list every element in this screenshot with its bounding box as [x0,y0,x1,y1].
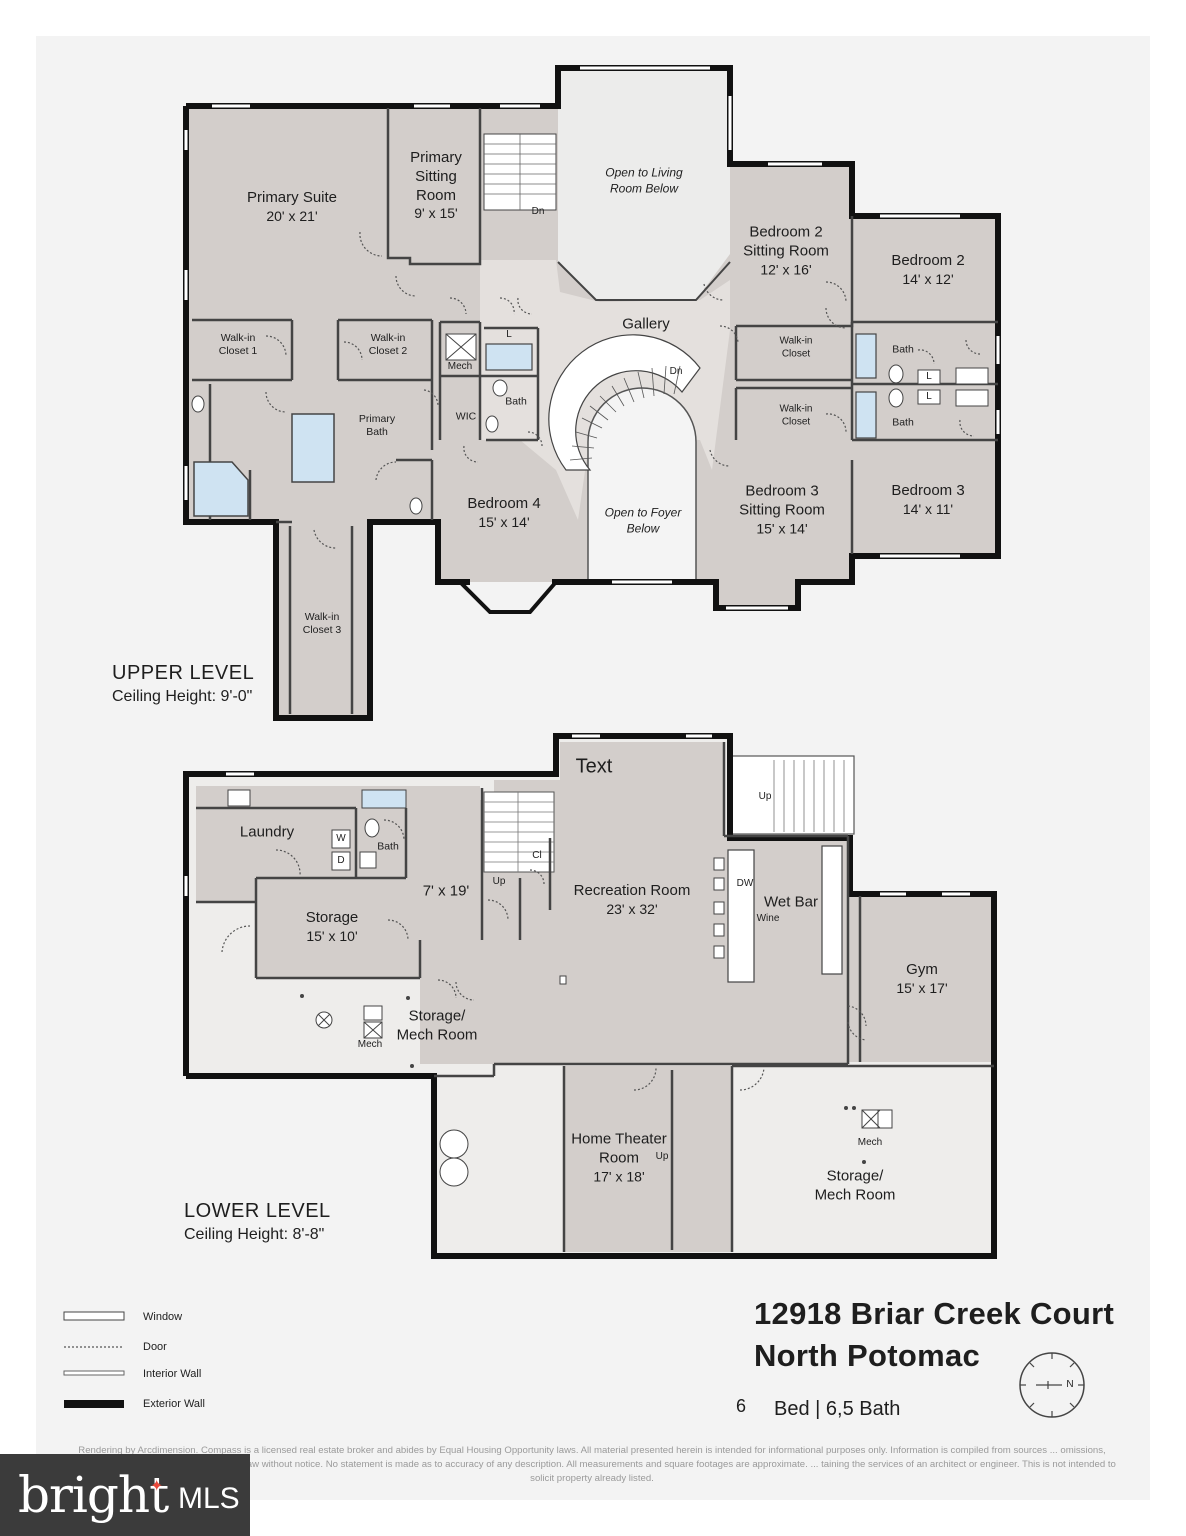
room-walkin-closet-3: Walk-in Closet 3 [302,610,342,636]
logo-star-icon: ✦ [150,1478,164,1495]
compass-rose [1019,1352,1085,1418]
fixture-dishwasher: DW [736,877,754,889]
room-walkin-closet-1: Walk-in Closet 1 [218,331,258,357]
room-walkin-closet-b3: Walk-in Closet [779,403,813,428]
legend-symbols [63,1311,125,1408]
open-to-foyer: Open to Foyer Below [604,505,682,535]
upper-level-title: UPPER LEVEL [112,662,255,684]
closet-label-cl: Cl [532,849,542,861]
logo-mls-text: MLS [178,1482,240,1515]
stairs-up-label-theater: Up [655,1150,669,1162]
room-wic: WIC [455,410,477,423]
fixture-dryer: D [337,854,345,866]
disclaimer-text: Rendering by Arcdimension. Compass is a … [68,1445,1116,1484]
room-walkin-closet-b2: Walk-in Closet [779,335,813,360]
bright-mls-logo: bright ✦ MLS [0,1454,250,1536]
legend-door: Door [143,1341,167,1353]
room-mech-upper: Mech [447,360,473,372]
open-to-living-room: Open to Living Room Below [605,165,683,195]
legend-interior-wall: Interior Wall [143,1368,202,1380]
legend-exterior-wall: Exterior Wall [143,1398,205,1410]
room-bath-b2: Bath [892,343,914,356]
room-wet-bar: Wet Bar [764,893,818,911]
lower-level-ceiling: Ceiling Height: 8'-8" [184,1226,325,1243]
mech-label-2: Mech [857,1136,883,1148]
room-laundry: Laundry [239,823,295,841]
upper-level-plan [183,65,1001,721]
mech-label-1: Mech [357,1038,383,1050]
upper-level-ceiling: Ceiling Height: 9'-0" [112,688,253,705]
compass-north-letter: N [1066,1378,1074,1390]
lower-level-plan [183,733,997,1259]
fixture-wine: Wine [756,912,780,924]
fixture-linen-2: L [926,370,932,382]
room-walkin-closet-2: Walk-in Closet 2 [368,331,408,357]
room-gallery: Gallery [622,315,670,333]
stairs-up-label-inside: Up [492,875,506,887]
address-line-1: 12918 Briar Creek Court [754,1296,1115,1331]
fixture-linen-3: L [926,390,932,402]
fixture-linen-1: L [506,328,512,340]
legend-window: Window [143,1311,183,1323]
logo-brand-text: bright [18,1466,169,1524]
beds-count: 6 [736,1396,747,1416]
lower-level-title: LOWER LEVEL [184,1200,331,1222]
stairs-down-label-2: Dn [669,365,683,377]
room-storage-mech-1: Storage/ Mech Room [396,1007,478,1043]
address-line-2: North Potomac [754,1338,981,1373]
room-storage-mech-2: Storage/ Mech Room [814,1167,896,1203]
room-primary-bath: Primary Bath [358,412,396,438]
stairs-down-label-1: Dn [531,205,545,217]
text-placeholder-label: Text [575,755,613,778]
fixture-washer: W [336,832,346,844]
room-bath-upper-1: Bath [505,395,527,408]
room-bath-b3: Bath [892,416,914,429]
room-bath-lower: Bath [377,840,399,853]
room-hall-7x19: 7' x 19' [422,882,470,900]
beds-baths-summary: Bed | 6,5 Bath [774,1398,901,1420]
stairs-up-label-outside: Up [758,790,772,802]
